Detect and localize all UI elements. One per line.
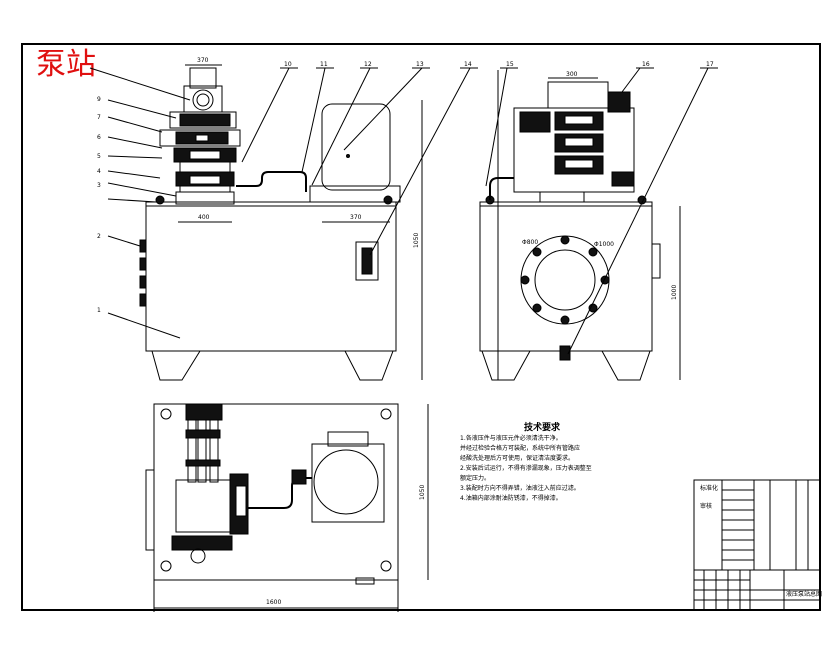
note-line: 经酸洗处理后方可使用，保证清洁度要求。 — [460, 454, 574, 462]
dim-front-base: 400 — [198, 214, 210, 221]
front-view: 370 400 370 1050 — [89, 57, 478, 381]
flange-bolts — [520, 235, 610, 325]
side-view: 300 1000 Φ800 Φ1000 — [479, 67, 718, 381]
part-4: 4 — [97, 168, 101, 175]
side-tank — [479, 205, 653, 352]
notes-heading: 技术要求 — [524, 421, 561, 433]
plan-valve-block — [175, 479, 233, 533]
part-1: 1 — [97, 307, 101, 314]
note-line: 3.装配时方向不得弄错，油液注入前应过滤。 — [460, 484, 580, 492]
drawing-number: 液压泵站总图 — [786, 590, 822, 598]
dim-front-motor: 370 — [350, 214, 362, 221]
plan-view: 1600 1050 — [145, 403, 429, 612]
part-10: 10 — [284, 61, 292, 68]
technical-notes: 技术要求 1.各液压件与液压元件必须清洗干净。 并经过检验合格方可装配，系统中所… — [460, 421, 592, 502]
title-label-b: 审核 — [700, 502, 712, 510]
part-2: 2 — [97, 233, 101, 240]
front-leg-left — [151, 350, 201, 381]
part-labels-side: 15 16 17 — [506, 61, 714, 68]
note-line: 1.各液压件与液压元件必须清洗干净。 — [460, 434, 562, 442]
sheet-border — [21, 43, 821, 611]
dim-plan-width: 1600 — [266, 599, 281, 606]
title-label-a: 标准化 — [700, 484, 718, 492]
plan-motor — [311, 443, 385, 523]
part-7: 7 — [97, 114, 101, 121]
part-12: 12 — [364, 61, 372, 68]
motor — [321, 103, 391, 191]
dim-side-top: 300 — [566, 71, 578, 78]
part-9: 9 — [97, 96, 101, 103]
part-6: 6 — [97, 134, 101, 141]
dim-plan-height: 1050 — [419, 485, 426, 500]
note-line: 4.油箱内部涂耐油防锈漆，不得掉漆。 — [460, 494, 562, 502]
part-11: 11 — [320, 61, 328, 68]
part-14: 14 — [464, 61, 472, 68]
dim-side-dia-right: Φ1000 — [594, 241, 614, 248]
dim-front-height: 1050 — [413, 233, 420, 248]
title-mark: 泵站 — [36, 47, 96, 82]
part-17: 17 — [706, 61, 714, 68]
front-side-bolts — [139, 239, 147, 307]
note-line: 并经过检验合格方可装配，系统中所有管路应 — [460, 444, 580, 452]
note-line: 额定压力。 — [460, 474, 490, 482]
part-3: 3 — [97, 182, 101, 189]
dim-front-top: 370 — [197, 57, 209, 64]
part-15: 15 — [506, 61, 514, 68]
pressure-gauge — [192, 89, 214, 111]
dim-side-dia-left: Φ800 — [522, 239, 538, 246]
front-leg-right — [344, 350, 394, 381]
dim-side-height: 1000 — [671, 285, 678, 300]
part-5: 5 — [97, 153, 101, 160]
title-block: 标准化 审核 液压泵站总图 — [693, 479, 822, 611]
part-13: 13 — [416, 61, 424, 68]
front-pipe — [236, 171, 307, 192]
part-16: 16 — [642, 61, 650, 68]
part-labels-front: 9 7 6 5 4 3 2 1 10 11 12 13 14 — [97, 61, 472, 314]
note-line: 2.安装后试运行，不得有渗漏现象，压力表调整至 — [460, 464, 592, 472]
